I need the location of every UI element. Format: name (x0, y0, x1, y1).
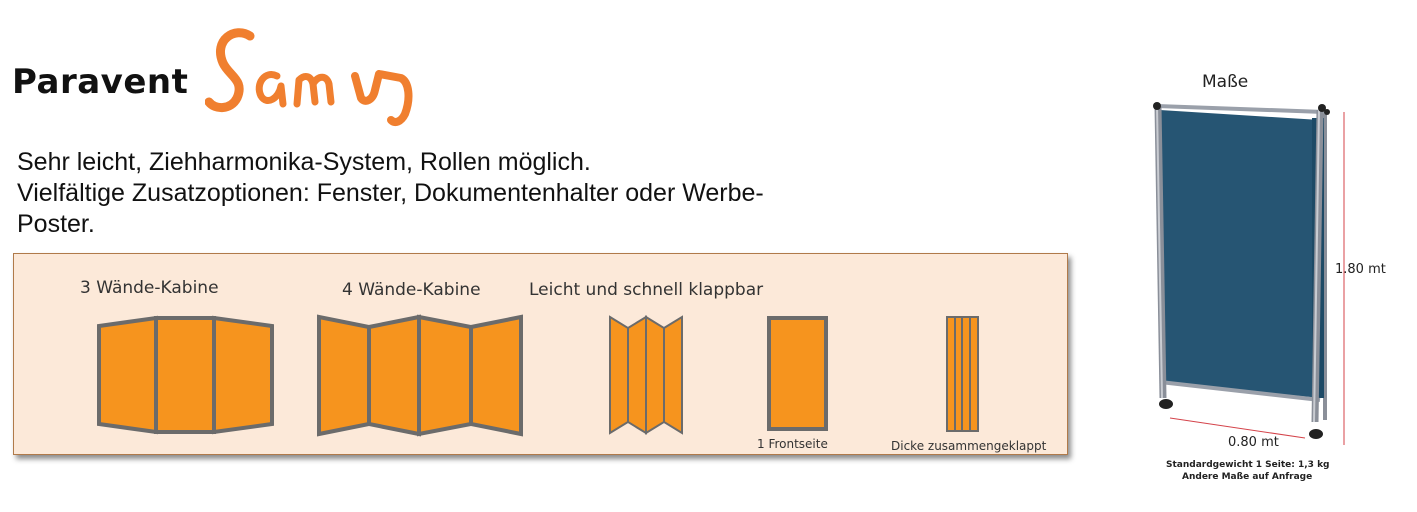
page-title: Paravent (12, 62, 189, 102)
cabin3-label: 3 Wände-Kabine (80, 278, 219, 298)
description-line-3: Poster. (17, 210, 95, 238)
description-line-1: Sehr leicht, Ziehharmonika-System, Rolle… (17, 148, 591, 176)
description-line-2: Vielfältige Zusatzoptionen: Fenster, Dok… (17, 179, 764, 207)
width-dimension-line (1169, 417, 1306, 439)
weight-note: Standardgewicht 1 Seite: 1,3 kg (1166, 460, 1330, 470)
accordion-fold-illustration (609, 315, 683, 435)
dimensions-title: Maße (1202, 72, 1249, 92)
front-side-illustration (767, 316, 828, 431)
four-wall-cabin-illustration (317, 314, 523, 437)
description: Sehr leicht, Ziehharmonika-System, Rolle… (17, 147, 917, 240)
fold-label: Leicht und schnell klappbar (529, 280, 764, 300)
front-label: 1 Frontseite (757, 437, 828, 451)
height-label: 1.80 mt (1335, 262, 1386, 277)
samy-logo (204, 18, 430, 133)
width-label: 0.80 mt (1228, 435, 1279, 450)
three-wall-cabin-illustration (97, 315, 274, 435)
dimensions-figure: Maße 1.80 mt 0.80 mt Standardgewicht 1 S… (1130, 60, 1417, 500)
folded-label: Dicke zusammengeklappt (891, 439, 1047, 453)
cabin4-label: 4 Wände-Kabine (342, 280, 481, 300)
custom-sizes-note: Andere Maße auf Anfrage (1182, 472, 1313, 482)
configuration-panel: 3 Wände-Kabine 4 Wände-Kabine Leicht und… (13, 253, 1068, 455)
screen-frame (1153, 102, 1330, 439)
folded-thickness-illustration (946, 316, 979, 432)
